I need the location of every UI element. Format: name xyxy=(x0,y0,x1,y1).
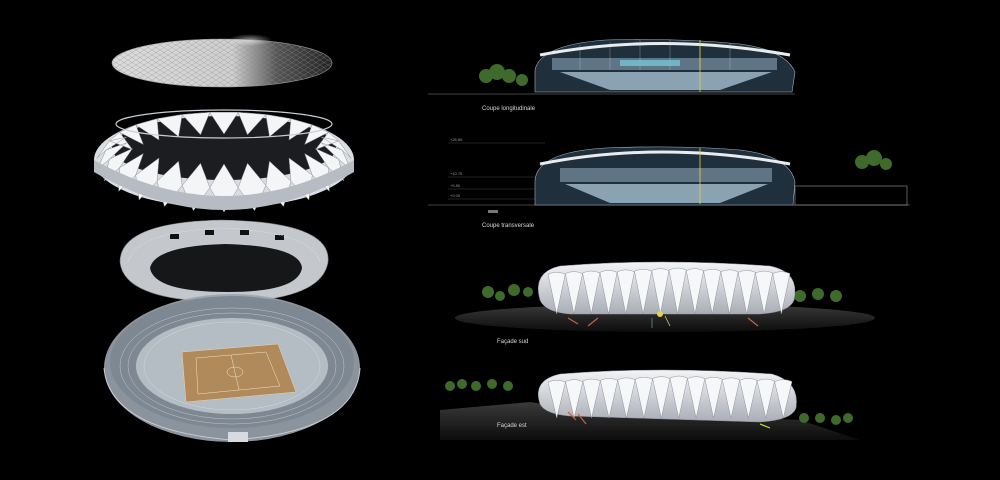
facade-petal xyxy=(721,377,741,419)
upper-stand-ring xyxy=(119,219,329,303)
facade-petal xyxy=(668,267,687,315)
basketball-court xyxy=(181,343,297,403)
trees-south-left xyxy=(482,284,533,301)
caption-east-facade: Façade est xyxy=(497,423,527,429)
facade-petal xyxy=(737,270,756,315)
caption-longitudinal-section: Coupe longitudinale xyxy=(482,106,536,112)
caption-south-facade: Façade sud xyxy=(497,339,528,345)
facade-petal-ring xyxy=(94,109,354,213)
trees-left-1 xyxy=(479,64,528,86)
level-label-1: +26.85 xyxy=(450,137,463,142)
east-facade: Façade est xyxy=(440,369,860,440)
level-label-2: +10.75 xyxy=(450,171,463,176)
facade-petal xyxy=(756,378,775,419)
trees-east-right xyxy=(799,413,853,425)
facade-petal xyxy=(686,268,704,315)
facade-petal xyxy=(739,378,758,419)
longitudinal-section: Coupe longitudinale xyxy=(428,39,796,112)
facade-petal xyxy=(704,376,723,419)
trees-east-left xyxy=(445,379,513,391)
facade-petal xyxy=(755,270,773,315)
facade-petal xyxy=(720,269,739,315)
facade-petal xyxy=(669,375,688,419)
trees-right-2 xyxy=(855,150,892,170)
trees-south-right xyxy=(794,288,842,302)
caption-transverse-section: Coupe transversale xyxy=(482,223,535,229)
main-stadium-bowl xyxy=(103,294,361,442)
facade-petal xyxy=(772,271,791,315)
level-label-3: +5.80 xyxy=(450,183,461,188)
exploded-axonometric xyxy=(94,34,361,442)
facade-petal xyxy=(774,379,793,419)
transverse-section: +26.85 +10.75 +5.80 +0.00 Coupe transver… xyxy=(428,137,910,229)
roof-disc xyxy=(111,34,333,88)
south-facade: Façade sud xyxy=(455,261,875,345)
facade-petal xyxy=(703,268,722,315)
facade-petal xyxy=(687,376,706,419)
level-label-4: +0.00 xyxy=(450,193,461,198)
